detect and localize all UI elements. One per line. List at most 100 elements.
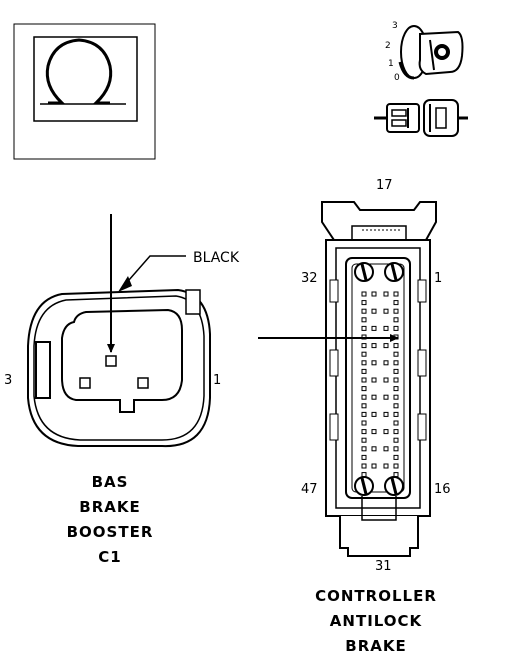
latch-screw <box>384 476 404 496</box>
controller-pin-cavity <box>371 291 377 297</box>
controller-pin-cavity <box>361 343 367 349</box>
controller-pin-cavity <box>371 308 377 314</box>
controller-pin-cavity <box>393 351 399 357</box>
controller-pin-cavity <box>361 420 367 426</box>
controller-pin-cavity <box>383 308 389 314</box>
bas-pin-cavity <box>105 355 117 367</box>
controller-pin-label-top-right: 1 <box>434 271 442 286</box>
controller-pin-cavity <box>361 411 367 417</box>
controller-pin-cavity <box>361 368 367 374</box>
controller-pin-cavity <box>393 454 399 460</box>
latch-screw <box>354 262 374 282</box>
controller-caption: CONTROLLER ANTILOCK BRAKE <box>315 587 437 655</box>
controller-pin-label-bottom: 31 <box>375 559 392 574</box>
controller-pin-cavity <box>361 403 367 409</box>
controller-caption-line-1: CONTROLLER <box>315 587 437 605</box>
bas-caption-line-4: C1 <box>98 548 121 566</box>
resistance-omega-icon <box>40 38 126 105</box>
controller-pin-cavity <box>361 454 367 460</box>
bas-caption-line-1: BAS <box>92 473 129 491</box>
controller-pin-cavity <box>361 446 367 452</box>
bas-caption-line-2: BRAKE <box>79 498 140 516</box>
controller-pin-cavity <box>361 386 367 392</box>
controller-pin-cavity <box>393 403 399 409</box>
symbol-frame <box>13 23 156 160</box>
controller-pin-cavity <box>371 429 377 435</box>
controller-pin-cavity <box>393 360 399 366</box>
controller-pin-cavity <box>393 308 399 314</box>
inline-connector-icon <box>374 99 468 137</box>
controller-pin-cavity <box>371 325 377 331</box>
controller-pin-cavity <box>371 394 377 400</box>
controller-pin-cavity <box>383 291 389 297</box>
controller-pin-cavity <box>371 411 377 417</box>
controller-pin-label-top: 17 <box>376 178 393 193</box>
controller-pin-label-bottom-right: 16 <box>434 482 451 497</box>
controller-pin-cavity <box>383 343 389 349</box>
controller-pin-cavity <box>361 317 367 323</box>
bas-connector-body <box>27 288 211 448</box>
controller-pin-cavity <box>393 394 399 400</box>
controller-pin-cavity <box>393 300 399 306</box>
controller-pin-cavity <box>393 317 399 323</box>
controller-pin-cavity <box>383 360 389 366</box>
controller-pin-label-top-left: 32 <box>301 271 318 286</box>
controller-pin-cavity <box>393 368 399 374</box>
controller-pin-cavity <box>361 351 367 357</box>
controller-pin-cavity <box>371 377 377 383</box>
bas-caption-line-3: BOOSTER <box>67 523 154 541</box>
controller-latch-screws <box>354 262 404 496</box>
controller-pin-cavity <box>393 420 399 426</box>
ignition-key-icon <box>398 25 464 80</box>
controller-pin-cavity <box>393 446 399 452</box>
controller-pin-grid <box>361 291 399 478</box>
black-wire-callout: BLACK <box>118 250 240 292</box>
controller-pin-cavity <box>383 411 389 417</box>
wire-color-label: BLACK <box>193 250 240 266</box>
key-position-2: 2 <box>385 41 391 51</box>
controller-pin-cavity <box>361 429 367 435</box>
controller-pin-cavity <box>361 300 367 306</box>
controller-pin-cavity <box>383 429 389 435</box>
bas-pin-label-left: 3 <box>4 373 12 388</box>
controller-pin-cavity <box>393 411 399 417</box>
key-position-1: 1 <box>388 59 394 69</box>
controller-pin-cavity <box>393 472 399 478</box>
controller-pin-cavity <box>371 463 377 469</box>
controller-pin-cavity <box>393 377 399 383</box>
controller-pin-cavity <box>361 308 367 314</box>
controller-pin-cavity <box>383 446 389 452</box>
controller-pin-cavity <box>361 291 367 297</box>
controller-pin-cavity <box>383 377 389 383</box>
latch-screw <box>354 476 374 496</box>
controller-connector-body <box>321 201 437 557</box>
controller-pin-cavity <box>371 343 377 349</box>
controller-pin-cavity <box>361 437 367 443</box>
key-legend: 3 2 1 0 <box>385 21 400 83</box>
controller-pin-label-bottom-left: 47 <box>301 482 318 497</box>
key-position-3: 3 <box>392 21 398 31</box>
bas-pin-cavity <box>79 377 91 389</box>
bas-pin-label-right: 1 <box>213 373 221 388</box>
controller-pin-cavity <box>361 325 367 331</box>
controller-pin-cavity <box>393 386 399 392</box>
controller-pin-cavity <box>383 463 389 469</box>
bas-caption: BAS BRAKE BOOSTER C1 <box>67 473 154 566</box>
controller-pin-cavity <box>393 291 399 297</box>
controller-pin-cavity <box>383 394 389 400</box>
controller-pin-cavity <box>361 463 367 469</box>
controller-pin-cavity <box>393 343 399 349</box>
controller-pin-cavity <box>383 325 389 331</box>
controller-pin-cavity <box>361 394 367 400</box>
controller-pin-cavity <box>393 437 399 443</box>
controller-pin-cavity <box>393 429 399 435</box>
controller-pin-cavity <box>393 325 399 331</box>
bas-pin-cavity <box>137 377 149 389</box>
controller-pin-cavity <box>361 360 367 366</box>
key-position-0: 0 <box>394 73 400 83</box>
controller-pin-cavity <box>361 377 367 383</box>
controller-caption-line-2: ANTILOCK <box>330 612 423 630</box>
controller-pin-cavity <box>371 446 377 452</box>
controller-pin-cavity <box>371 360 377 366</box>
